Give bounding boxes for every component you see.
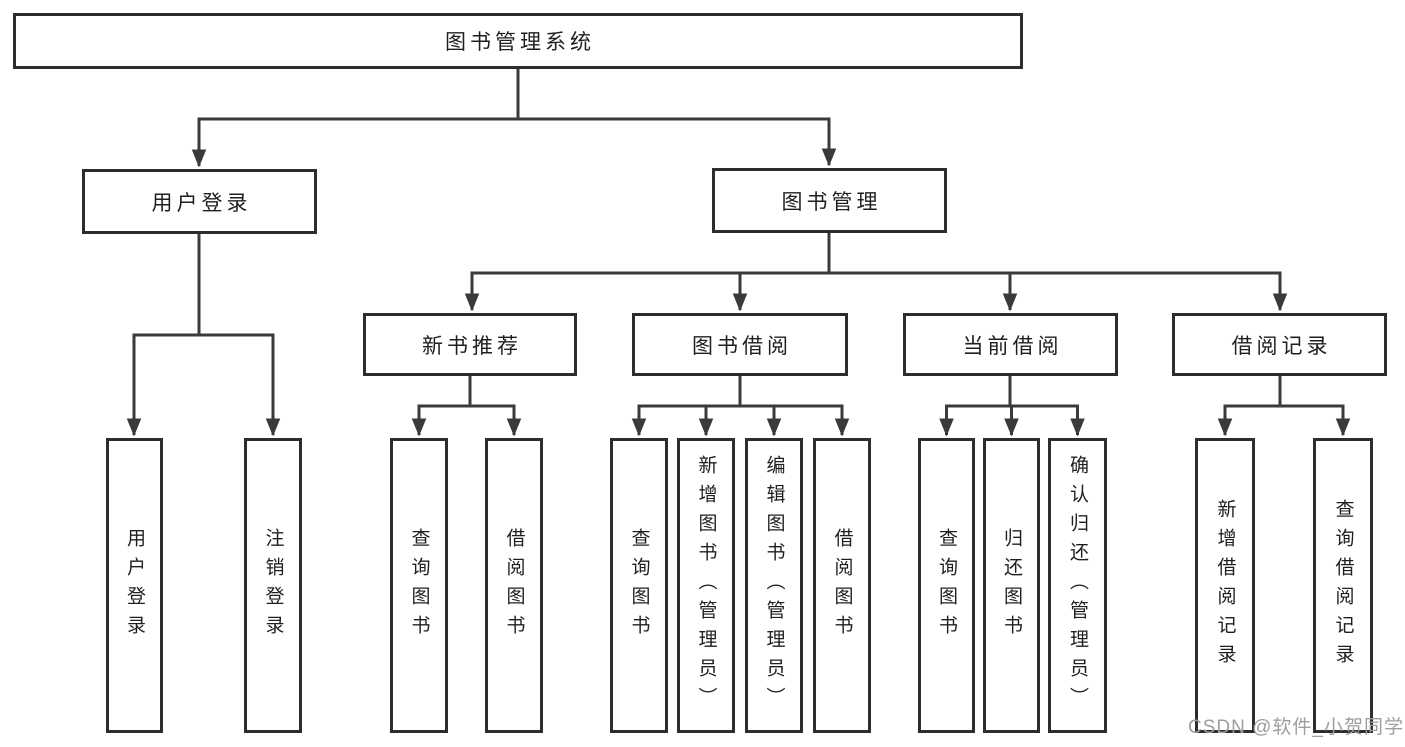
leaf-label: 新增借阅记录 [1214,498,1236,673]
leaf-label: 注销登录 [262,527,284,644]
node-book-mgmt-label: 图书管理 [781,190,882,214]
node-current-borrow-label: 当前借阅 [962,334,1063,358]
node-current-borrow: 当前借阅 [903,313,1118,376]
leaf-label: 确认归还（管理员） [1067,455,1088,716]
leaf-label: 归还图书 [1001,527,1022,644]
leaf-borrow-books-2: 借阅图书 [813,438,871,733]
node-new-books-label: 新书推荐 [422,334,522,358]
leaf-query-books-2: 查询图书 [610,438,668,733]
node-borrow-records: 借阅记录 [1172,313,1387,376]
leaf-return-books: 归还图书 [983,438,1040,733]
leaf-add-borrow-record: 新增借阅记录 [1195,438,1255,733]
leaf-label: 用户登录 [124,527,145,644]
leaf-label: 新增图书（管理员） [695,455,717,716]
node-user-login-label: 用户登录 [151,191,252,215]
leaf-label: 借阅图书 [503,527,525,644]
node-book-borrow: 图书借阅 [632,313,848,376]
leaf-user-login: 用户登录 [106,438,163,733]
node-book-borrow-label: 图书借阅 [692,334,792,358]
leaf-borrow-books-1: 借阅图书 [485,438,543,733]
leaf-confirm-return-admin: 确认归还（管理员） [1048,438,1107,733]
leaf-query-books-1: 查询图书 [390,438,448,733]
leaf-logout: 注销登录 [244,438,302,733]
node-user-login: 用户登录 [82,169,317,234]
leaf-label: 查询借阅记录 [1332,498,1354,673]
node-root: 图书管理系统 [13,13,1023,69]
leaf-label: 查询图书 [936,527,957,644]
csdn-watermark: CSDN @软件_小贺同学 [1188,717,1404,738]
leaf-add-books-admin: 新增图书（管理员） [677,438,735,733]
leaf-edit-books-admin: 编辑图书（管理员） [745,438,803,733]
node-borrow-records-label: 借阅记录 [1231,334,1332,358]
node-new-books: 新书推荐 [363,313,577,376]
leaf-label: 查询图书 [408,527,430,644]
node-book-mgmt: 图书管理 [712,168,947,233]
leaf-query-books-3: 查询图书 [918,438,975,733]
leaf-label: 编辑图书（管理员） [763,455,785,716]
leaf-query-borrow-record: 查询借阅记录 [1313,438,1373,733]
leaf-label: 查询图书 [628,527,650,644]
node-root-label: 图书管理系统 [445,31,595,54]
leaf-label: 借阅图书 [831,527,853,644]
